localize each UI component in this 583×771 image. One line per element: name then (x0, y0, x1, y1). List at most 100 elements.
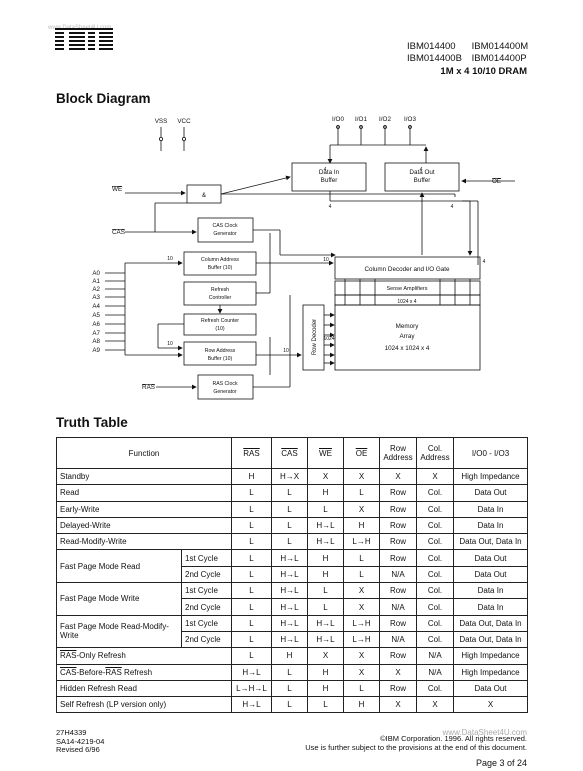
row-cell: Row (379, 647, 417, 665)
table-header-row: Function RAS CAS WE OE Row Address Col. … (56, 437, 528, 469)
ras-cell: H→L (231, 696, 272, 714)
row-cell: Row (379, 533, 417, 551)
oe-cell: X (343, 598, 380, 616)
col-cell: N/A (416, 663, 454, 681)
we-cell: L (307, 598, 344, 616)
io-cell: High Impedance (453, 467, 528, 486)
part-number: IBM014400B (407, 53, 462, 64)
col-header-row: Row Address (379, 437, 417, 469)
cas-cell: L (271, 533, 308, 551)
function-cell: Delayed-Write (56, 516, 232, 535)
row-decoder-label: Row Decoder (312, 319, 318, 355)
oe-cell: X (343, 582, 380, 600)
function-cell: Read (56, 484, 232, 502)
row-cell: N/A (379, 598, 417, 616)
bus-width-label: 4 (420, 167, 423, 173)
refresh-counter-label: (10) (215, 326, 224, 332)
oe-cell: L→H (343, 533, 380, 551)
refresh-counter-label: Refresh Counter (201, 318, 239, 324)
address-pin-label: A4 (92, 303, 100, 310)
refresh-controller (183, 281, 257, 306)
bus-width-label: 10 (323, 257, 329, 263)
oe-cell: L→H (343, 614, 380, 632)
io0-label: I/O0 (332, 116, 344, 123)
oe-cell: H (343, 516, 380, 535)
row-decoder (302, 304, 325, 371)
io-cell: Data In (453, 500, 528, 518)
cas-cell: H→L (271, 598, 308, 616)
part-number: IBM014400 (407, 41, 456, 52)
function-cell: Hidden Refresh Read (56, 679, 232, 698)
function-cell: Early-Write (56, 500, 232, 518)
row-cell: X (379, 696, 417, 714)
ras-cell: L (231, 549, 272, 567)
cas-cell: H→L (271, 549, 308, 567)
sense-amp-label: Sense Amplifiers (387, 286, 428, 292)
col-header-oe: OE (343, 437, 380, 469)
we-cell: X (307, 647, 344, 665)
col-header-ras: RAS (231, 437, 272, 469)
data-out-label: Data Out (409, 169, 434, 176)
ras-cell: L (231, 614, 272, 632)
row-addr-label: Buffer (10) (208, 356, 233, 362)
data-in-label: Buffer (321, 177, 338, 184)
ras-cell: L (231, 533, 272, 551)
we-cell: H (307, 549, 344, 567)
col-header-cas: CAS (271, 437, 308, 469)
ras-clock-label: Generator (213, 389, 237, 395)
cas-cell: L (271, 663, 308, 681)
col-header-we: WE (307, 437, 344, 469)
col-header-function: Function (56, 437, 232, 469)
ras-clock-label: RAS Clock (212, 381, 237, 387)
bus-width-label: 10 (283, 348, 289, 354)
function-cell: Fast Page Mode Read (56, 549, 182, 584)
vcc-label: VCC (177, 118, 191, 125)
ras-cell: L→H→L (231, 679, 272, 698)
oe-cell: X (343, 663, 380, 681)
ras-clock-generator (197, 374, 254, 400)
column-decoder (334, 256, 481, 280)
data-in-label: Data In (319, 169, 340, 176)
refresh-ctrl-label: Refresh (211, 287, 229, 293)
data-in-buffer (291, 162, 367, 192)
ras-cell: H→L (231, 663, 272, 681)
legal-notice: Use is further subject to the provisions… (305, 742, 527, 752)
refresh-counter (183, 313, 257, 336)
doc-subtitle: 1M x 4 10/10 DRAM (440, 66, 527, 77)
vss-pin (158, 137, 163, 142)
bus-width-label: 4 (451, 204, 454, 210)
cas-cell: H→L (271, 614, 308, 632)
col-cell: Col. (416, 582, 454, 600)
we-signal-label: WE (112, 186, 122, 193)
io-cell: Data In (453, 598, 528, 616)
oe-cell: L→H (343, 630, 380, 649)
io-cell: High Impedance (453, 647, 528, 665)
col-header-io: I/O0 - I/O3 (453, 437, 528, 469)
col-addr-label: Column Address (201, 257, 239, 263)
io-cell: Data Out (453, 565, 528, 584)
we-cell: H→L (307, 533, 344, 551)
row-cell: N/A (379, 565, 417, 584)
col-addr-label: Buffer (10) (208, 265, 233, 271)
oe-cell: L (343, 484, 380, 502)
io-cell: High Impedance (453, 663, 528, 681)
address-pins: A0 A1 A2 A3 A4 A5 A6 A7 A8 A9 (92, 270, 100, 354)
bus-width-label: 10 (167, 256, 173, 262)
cycle-cell: 1st Cycle (181, 614, 232, 632)
address-pin-label: A9 (92, 347, 100, 354)
function-cell: Standby (56, 467, 232, 486)
ras-cell: L (231, 598, 272, 616)
data-out-label: Buffer (414, 177, 431, 184)
cas-cell: L (271, 484, 308, 502)
we-cell: H (307, 565, 344, 584)
cas-cell: H (271, 647, 308, 665)
col-cell: X (416, 467, 454, 486)
part-number: IBM014400M (471, 41, 529, 52)
function-cell: Fast Page Mode Write (56, 582, 182, 616)
address-pin-label: A7 (92, 330, 100, 337)
function-cell: Read-Modify-Write (56, 533, 232, 551)
io3-label: I/O3 (404, 116, 416, 123)
address-pin-label: A6 (92, 321, 100, 328)
